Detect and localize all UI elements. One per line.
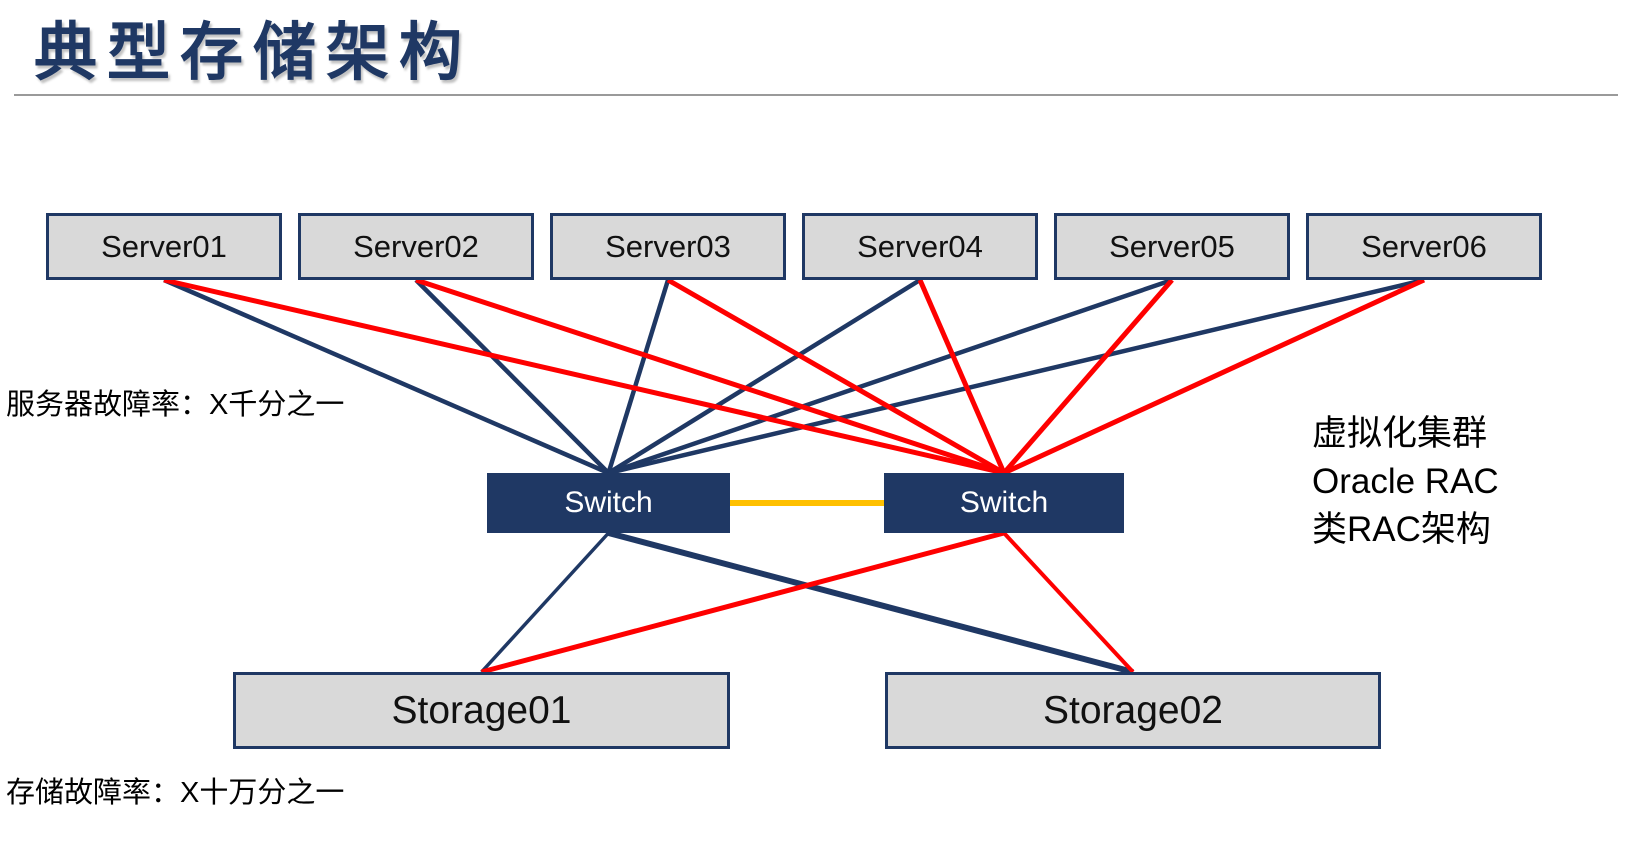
edge-server-3-to-switch-b xyxy=(666,277,1006,476)
edge-server-1-to-switch-a xyxy=(163,277,610,476)
slide-title: 典型存储架构 xyxy=(34,18,472,88)
server-failure-rate-note: 服务器故障率：X千分之一 xyxy=(6,389,345,421)
switch-b-label: Switch xyxy=(959,486,1049,519)
edge-switch-a-to-storage-2 xyxy=(607,530,1134,675)
server04-box: Server04 xyxy=(802,213,1038,280)
storage02-box: Storage02 xyxy=(885,672,1381,749)
server02-label: Server02 xyxy=(353,228,479,264)
switch-b-box: Switch xyxy=(884,473,1124,533)
server02-box: Server02 xyxy=(298,213,534,280)
server01-label: Server01 xyxy=(101,228,227,264)
server05-label: Server05 xyxy=(1109,228,1235,264)
server03-box: Server03 xyxy=(550,213,786,280)
edge-server-3-to-switch-a xyxy=(606,279,671,474)
switch-a-box: Switch xyxy=(487,473,730,533)
annotation-line-3: 类RAC架构 xyxy=(1312,510,1491,549)
server06-label: Server06 xyxy=(1361,228,1487,264)
edge-server-6-to-switch-a xyxy=(607,277,1425,476)
server06-box: Server06 xyxy=(1306,213,1542,280)
edge-server-5-to-switch-a xyxy=(607,277,1173,476)
server05-box: Server05 xyxy=(1054,213,1290,280)
title-divider xyxy=(14,94,1618,96)
edge-switch-a-to-storage-1 xyxy=(480,531,610,674)
storage01-box: Storage01 xyxy=(233,672,730,749)
edge-server-6-to-switch-b xyxy=(1002,277,1426,476)
storage01-label: Storage01 xyxy=(391,688,572,732)
edge-server-1-to-switch-b xyxy=(163,277,1005,476)
annotation-line-2: Oracle RAC xyxy=(1312,462,1499,501)
server03-label: Server03 xyxy=(605,228,731,264)
switch-a-label: Switch xyxy=(564,486,653,519)
edge-server-2-to-switch-a xyxy=(414,278,611,475)
edge-switch-b-to-storage-2 xyxy=(1002,531,1135,674)
edge-server-4-to-switch-b xyxy=(917,279,1007,474)
server01-box: Server01 xyxy=(46,213,282,280)
edge-server-2-to-switch-b xyxy=(415,277,1005,476)
edge-server-4-to-switch-a xyxy=(607,278,922,475)
storage02-label: Storage02 xyxy=(1043,688,1223,732)
server04-label: Server04 xyxy=(857,228,983,264)
edge-server-5-to-switch-b xyxy=(1002,278,1174,475)
annotation-line-1: 虚拟化集群 xyxy=(1312,414,1488,453)
storage-failure-rate-note: 存储故障率：X十万分之一 xyxy=(6,777,345,809)
cluster-annotation: 虚拟化集群 Oracle RAC 类RAC架构 xyxy=(1312,410,1499,554)
edge-switch-b-to-storage-1 xyxy=(480,530,1005,675)
